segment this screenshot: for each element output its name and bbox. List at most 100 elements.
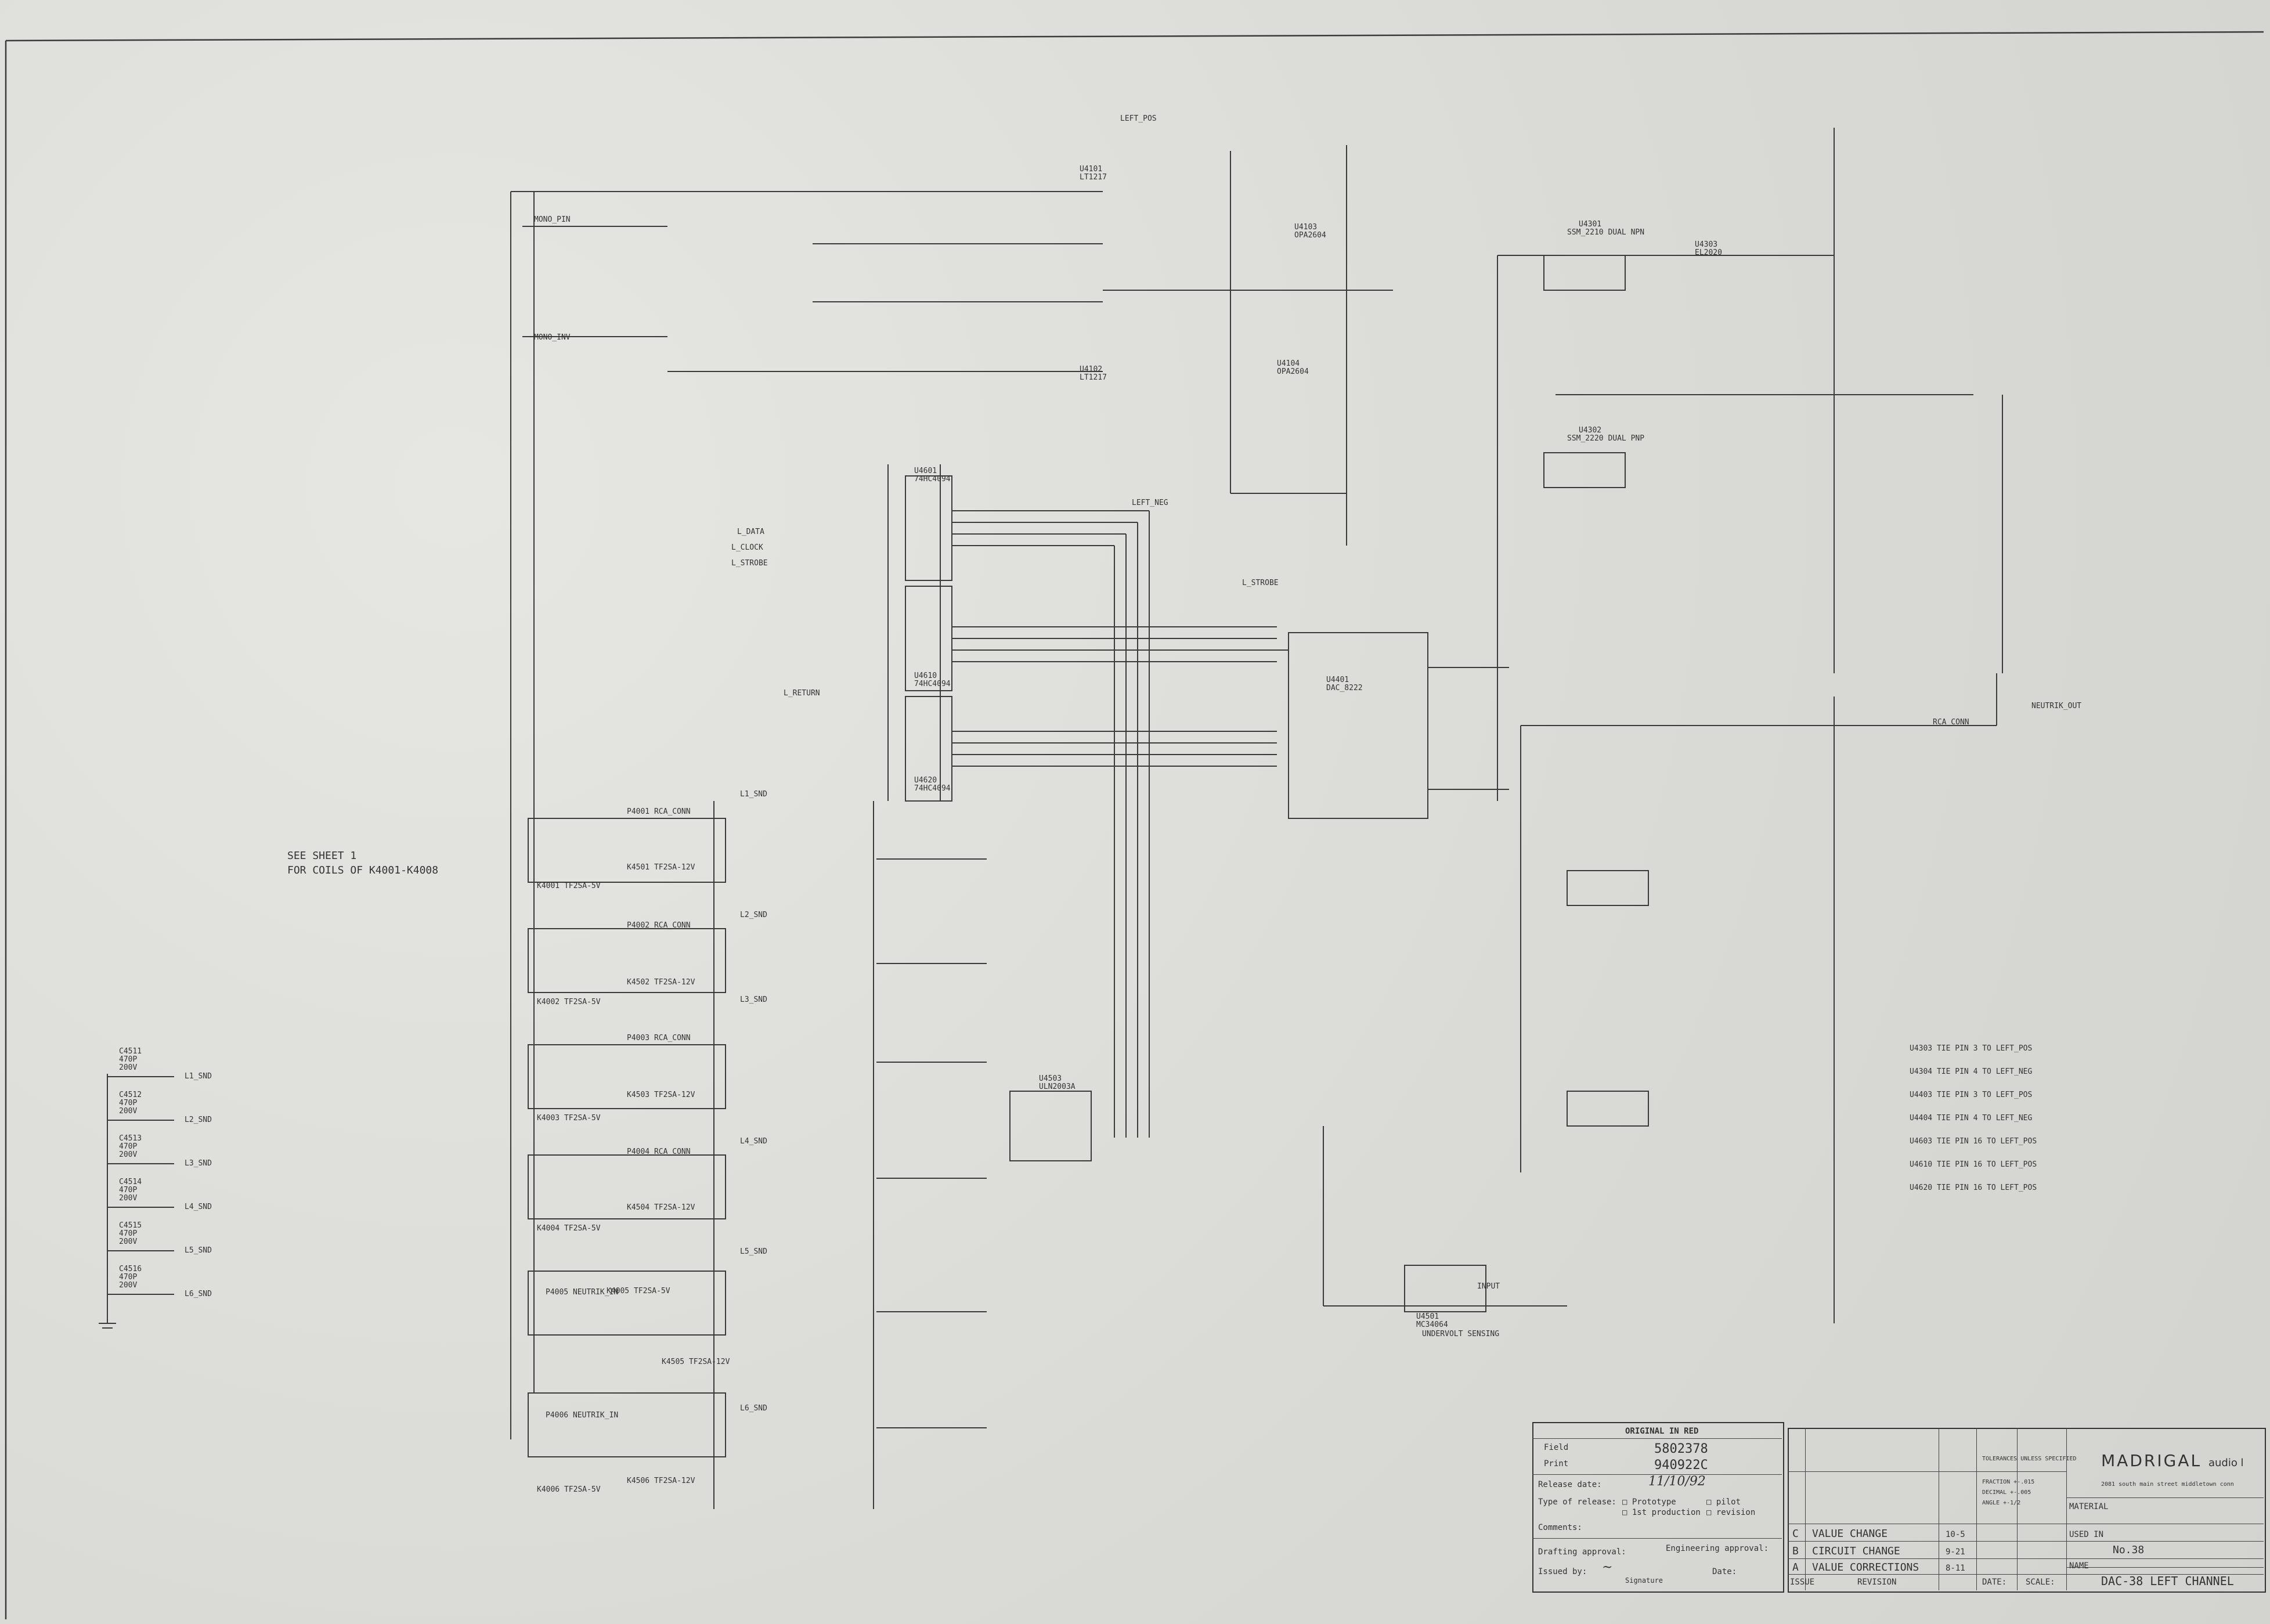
release-label: Release date:: [1538, 1480, 1602, 1489]
gnd-net-label: L6_SND: [185, 1290, 212, 1298]
relay-group-gnd: L2_SND: [740, 911, 767, 919]
used-in-label: USED IN: [2069, 1530, 2104, 1539]
name-label: NAME: [2069, 1561, 2089, 1571]
opt-revision: □ revision: [1706, 1508, 1756, 1517]
gnd-cap-val: 470P: [119, 1186, 138, 1194]
tolerances-label: TOLERANCES UNLESS SPECIFIED: [1982, 1456, 2077, 1462]
revision-issue: C: [1792, 1528, 1799, 1540]
gnd-cap-ref: C4512: [119, 1091, 142, 1099]
connector-label: P4005 NEUTRIK_IN: [546, 1288, 619, 1297]
opt-pilot: □ pilot: [1706, 1497, 1741, 1507]
signal-l-return: L_RETURN: [784, 689, 820, 698]
ic-part: 74HC4094: [914, 784, 951, 793]
revision-row: B CIRCUIT CHANGE 9-21: [1792, 1545, 1965, 1557]
angle-tol: ANGLE +-1/2: [1982, 1500, 2021, 1506]
used-in-value: No.38: [2113, 1544, 2145, 1556]
ic-ref: U4503: [1039, 1074, 1062, 1083]
tie-note: U4620 TIE PIN 16 TO LEFT_POS: [1910, 1183, 2037, 1192]
gnd-cap-volt: 200V: [119, 1194, 138, 1203]
ic-ref: U4301: [1579, 220, 1602, 229]
ic-ref: U4302: [1579, 426, 1602, 435]
signal-l-clock: L_CLOCK: [731, 543, 763, 552]
gnd-cap-volt: 200V: [119, 1107, 138, 1116]
issue-col-label: ISSUE: [1790, 1578, 1815, 1587]
tie-note: U4303 TIE PIN 3 TO LEFT_POS: [1910, 1044, 2033, 1053]
gnd-cap-volt: 200V: [119, 1281, 138, 1290]
opt-production: □ 1st production: [1622, 1508, 1701, 1517]
signal-l-data: L_DATA: [737, 528, 764, 536]
revision-text: VALUE CHANGE: [1812, 1528, 1888, 1540]
relay-label: K4004 TF2SA-5V: [537, 1224, 601, 1233]
ic-part: OPA2604: [1294, 231, 1326, 240]
ic-part: DAC_8222: [1326, 684, 1363, 692]
connector-label: P4001 RCA_CONN: [627, 807, 691, 816]
ic-ref: U4102: [1080, 365, 1103, 374]
gnd-cap-val: 470P: [119, 1142, 138, 1151]
gnd-cap-val: 470P: [119, 1273, 138, 1282]
signal-mono-pin: MONO_PIN: [534, 215, 571, 224]
gnd-net-label: L2_SND: [185, 1116, 212, 1124]
signature-label: Signature: [1625, 1576, 1663, 1585]
scale-col-label: SCALE:: [2026, 1578, 2055, 1587]
company-suffix: audio l: [2208, 1457, 2244, 1469]
gnd-cap-ref: C4515: [119, 1221, 142, 1230]
relay-label: K4506 TF2SA-12V: [627, 1477, 695, 1485]
connector-label: P4003 RCA_CONN: [627, 1034, 691, 1042]
fraction-tol: FRACTION +-.015: [1982, 1479, 2035, 1485]
gnd-net-label: L5_SND: [185, 1246, 212, 1255]
company-name-text: MADRIGAL: [2101, 1451, 2202, 1470]
material-label: MATERIAL: [2069, 1502, 2109, 1511]
decimal-tol: DECIMAL +-.005: [1982, 1489, 2031, 1496]
ic-part: 74HC4094: [914, 680, 951, 688]
signal-rca-conn: RCA_CONN: [1933, 718, 1969, 727]
ic-part: LT1217: [1080, 373, 1107, 382]
release-value: 11/10/92: [1648, 1474, 1706, 1489]
relay-label: K4006 TF2SA-5V: [537, 1485, 601, 1494]
relay-label: K4505 TF2SA-12V: [662, 1358, 730, 1366]
gnd-cap-volt: 200V: [119, 1150, 138, 1159]
engineering-label: Engineering approval:: [1666, 1544, 1769, 1553]
relay-group-gnd: L3_SND: [740, 995, 767, 1004]
gnd-cap-ref: C4511: [119, 1047, 142, 1056]
gnd-cap-volt: 200V: [119, 1237, 138, 1246]
signal-undervolt: UNDERVOLT SENSING: [1422, 1330, 1500, 1338]
revision-date: 9-21: [1946, 1547, 1965, 1557]
connector-label: P4006 NEUTRIK_IN: [546, 1411, 619, 1420]
type-label: Type of release:: [1538, 1497, 1616, 1507]
connector-label: P4004 RCA_CONN: [627, 1147, 691, 1156]
gnd-cap-ref: C4513: [119, 1134, 142, 1143]
signal-l-strobe-in: L_STROBE: [731, 559, 768, 568]
drafting-label: Drafting approval:: [1538, 1547, 1626, 1557]
title-block: [1788, 1428, 2266, 1593]
relay-label: K4002 TF2SA-5V: [537, 998, 601, 1006]
relay-label: K4504 TF2SA-12V: [627, 1203, 695, 1212]
opt-prototype: □ Prototype: [1622, 1497, 1676, 1507]
drawing-name: DAC-38 LEFT CHANNEL: [2101, 1574, 2234, 1588]
tie-note: U4304 TIE PIN 4 TO LEFT_NEG: [1910, 1067, 2033, 1076]
revision-text: VALUE CORRECTIONS: [1812, 1561, 1919, 1574]
see-sheet-note: SEE SHEET 1: [287, 850, 357, 862]
ic-part: EL2020: [1695, 248, 1722, 257]
company-address: 2081 south main street middletown conn: [2101, 1481, 2234, 1488]
ic-part: OPA2604: [1277, 367, 1309, 376]
tie-note: U4610 TIE PIN 16 TO LEFT_POS: [1910, 1160, 2037, 1169]
ic-part: ULN2003A: [1039, 1082, 1076, 1091]
gnd-cap-val: 470P: [119, 1099, 138, 1107]
revision-issue: B: [1792, 1545, 1799, 1557]
relay-group-gnd: L4_SND: [740, 1137, 767, 1146]
ic-ref: U4401: [1326, 676, 1349, 684]
relay-label: K4005 TF2SA-5V: [607, 1287, 670, 1295]
signal-left-pos: LEFT_POS: [1120, 114, 1157, 123]
ic-part: 74HC4094: [914, 475, 951, 483]
gnd-cap-ref: C4514: [119, 1178, 142, 1186]
company-name: MADRIGAL audio l: [2101, 1451, 2244, 1470]
print-value: 940922C: [1654, 1458, 1708, 1473]
revision-col-label: REVISION: [1857, 1578, 1897, 1587]
ic-part: LT1217: [1080, 173, 1107, 182]
revision-text: CIRCUIT CHANGE: [1812, 1545, 1900, 1557]
relay-group-gnd: L5_SND: [740, 1247, 767, 1256]
signal-input: INPUT: [1477, 1282, 1500, 1291]
